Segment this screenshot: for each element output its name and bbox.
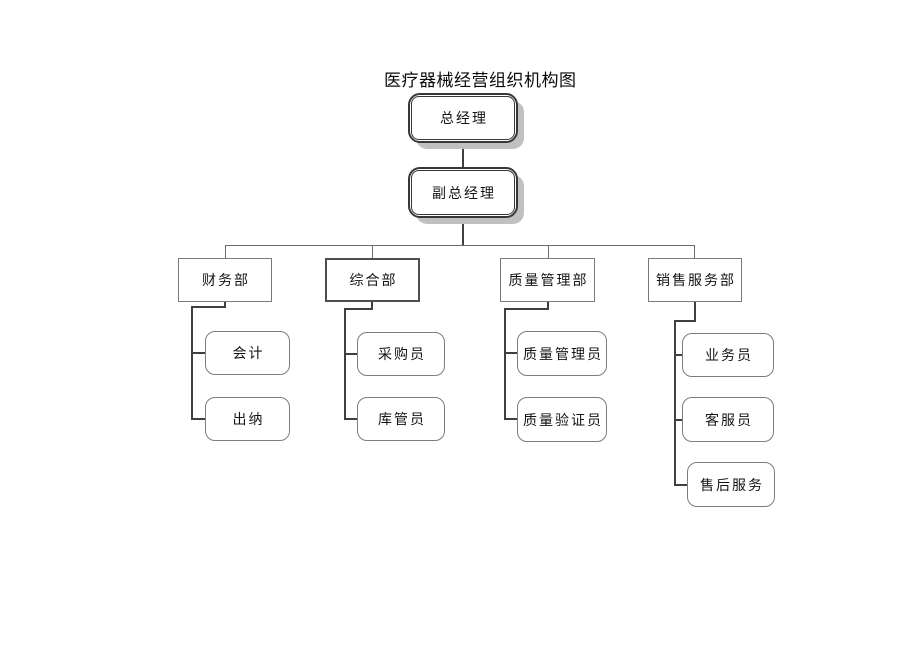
node-warehouse-keeper: 库管员 [357, 397, 445, 441]
connector-line [193, 418, 205, 420]
connector-line [674, 320, 696, 322]
connector-line [224, 302, 226, 308]
node-label: 质量管理员 [523, 347, 603, 363]
connector-line [344, 308, 346, 420]
node-purchaser: 采购员 [357, 332, 445, 376]
node-general-affairs-dept: 综合部 [325, 258, 420, 302]
node-label: 业务员 [705, 349, 753, 364]
node-finance-dept: 财务部 [178, 258, 272, 302]
connector-drop-general [372, 246, 373, 258]
node-label: 会计 [232, 347, 265, 362]
chart-title: 医疗器械经营组织机构图 [384, 71, 577, 90]
connector-line [344, 308, 373, 310]
node-general-manager: 总经理 [408, 93, 518, 143]
connector-line [504, 308, 549, 310]
node-salesperson: 业务员 [682, 333, 774, 377]
node-label: 总经理 [440, 112, 488, 127]
node-label: 采购员 [378, 348, 426, 363]
connector-line [506, 418, 517, 420]
node-label: 财务部 [202, 274, 250, 289]
node-label: 质量管理部 [508, 274, 589, 289]
connector-line [674, 320, 676, 486]
connector-line [676, 354, 682, 356]
node-after-sales-service: 售后服务 [687, 462, 775, 507]
node-cashier: 出纳 [205, 397, 290, 441]
connector-drop-sales [694, 246, 695, 258]
node-label: 售后服务 [700, 478, 764, 494]
node-label: 出纳 [232, 413, 265, 428]
connector-line [676, 419, 682, 421]
connector-drop-finance [225, 246, 226, 258]
connector-line [504, 308, 506, 420]
connector-line [191, 306, 193, 420]
connector-line [694, 302, 696, 322]
node-quality-administrator: 质量管理员 [517, 331, 607, 376]
connector-line [506, 352, 517, 354]
connector-root-deputy [462, 143, 464, 168]
node-label: 库管员 [378, 413, 426, 428]
node-label: 综合部 [349, 274, 398, 289]
connector-line [371, 302, 373, 310]
node-label: 副总经理 [432, 186, 496, 202]
connector-line [547, 302, 549, 310]
node-deputy-general-manager: 副总经理 [408, 167, 518, 218]
connector-bus [225, 245, 695, 246]
node-label: 客服员 [705, 413, 753, 429]
connector-line [191, 306, 226, 308]
connector-drop-quality [548, 246, 549, 258]
node-label: 质量验证员 [523, 413, 603, 429]
node-quality-management-dept: 质量管理部 [500, 258, 595, 302]
node-quality-verifier: 质量验证员 [517, 397, 607, 442]
connector-line [676, 484, 687, 486]
connector-line [346, 418, 357, 420]
node-sales-service-dept: 销售服务部 [648, 258, 742, 302]
connector-line [346, 353, 357, 355]
node-label: 销售服务部 [656, 274, 736, 289]
connector-line [193, 352, 205, 354]
node-customer-service: 客服员 [682, 397, 774, 442]
connector-deputy-bus [462, 218, 464, 246]
node-accountant: 会计 [205, 331, 290, 375]
